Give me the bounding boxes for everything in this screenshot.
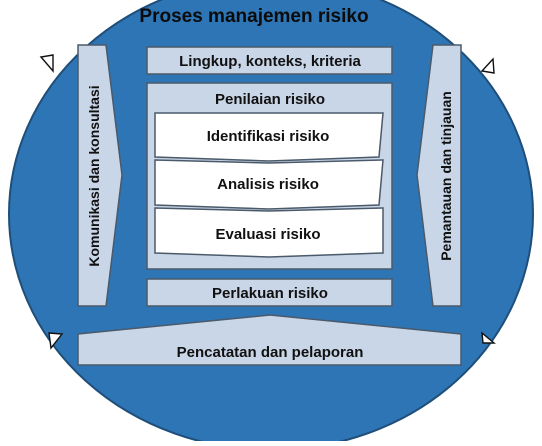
cycle-arrowhead-top-right	[480, 57, 495, 74]
step-analysis	[154, 159, 384, 210]
scope-label: Lingkup, konteks, kriteria	[179, 53, 361, 70]
left-side-label: Komunikasi dan konsultasi	[86, 85, 102, 266]
step-evaluation-label: Evaluasi risiko	[215, 226, 320, 243]
right-side-label: Pemantauan dan tinjauan	[438, 91, 454, 261]
scope-box	[146, 46, 393, 75]
assessment-label: Penilaian risiko	[215, 91, 325, 108]
right-side-arrow	[416, 44, 462, 307]
step-identification-label: Identifikasi risiko	[207, 128, 330, 145]
bottom-arrow	[77, 314, 462, 366]
diagram-title: Proses manajemen risiko	[139, 6, 368, 27]
step-identification	[154, 112, 384, 162]
cycle-arrowhead-top-left	[39, 54, 54, 73]
cycle-arrowhead-bottom-left	[48, 332, 64, 350]
treatment-box	[146, 278, 393, 307]
treatment-label: Perlakuan risiko	[212, 285, 328, 302]
step-analysis-label: Analisis risiko	[217, 176, 319, 193]
step-evaluation	[154, 207, 384, 258]
bottom-label: Pencatatan dan pelaporan	[177, 344, 364, 361]
left-side-arrow	[77, 44, 123, 307]
cycle-arrowhead-bottom-right	[481, 331, 496, 344]
